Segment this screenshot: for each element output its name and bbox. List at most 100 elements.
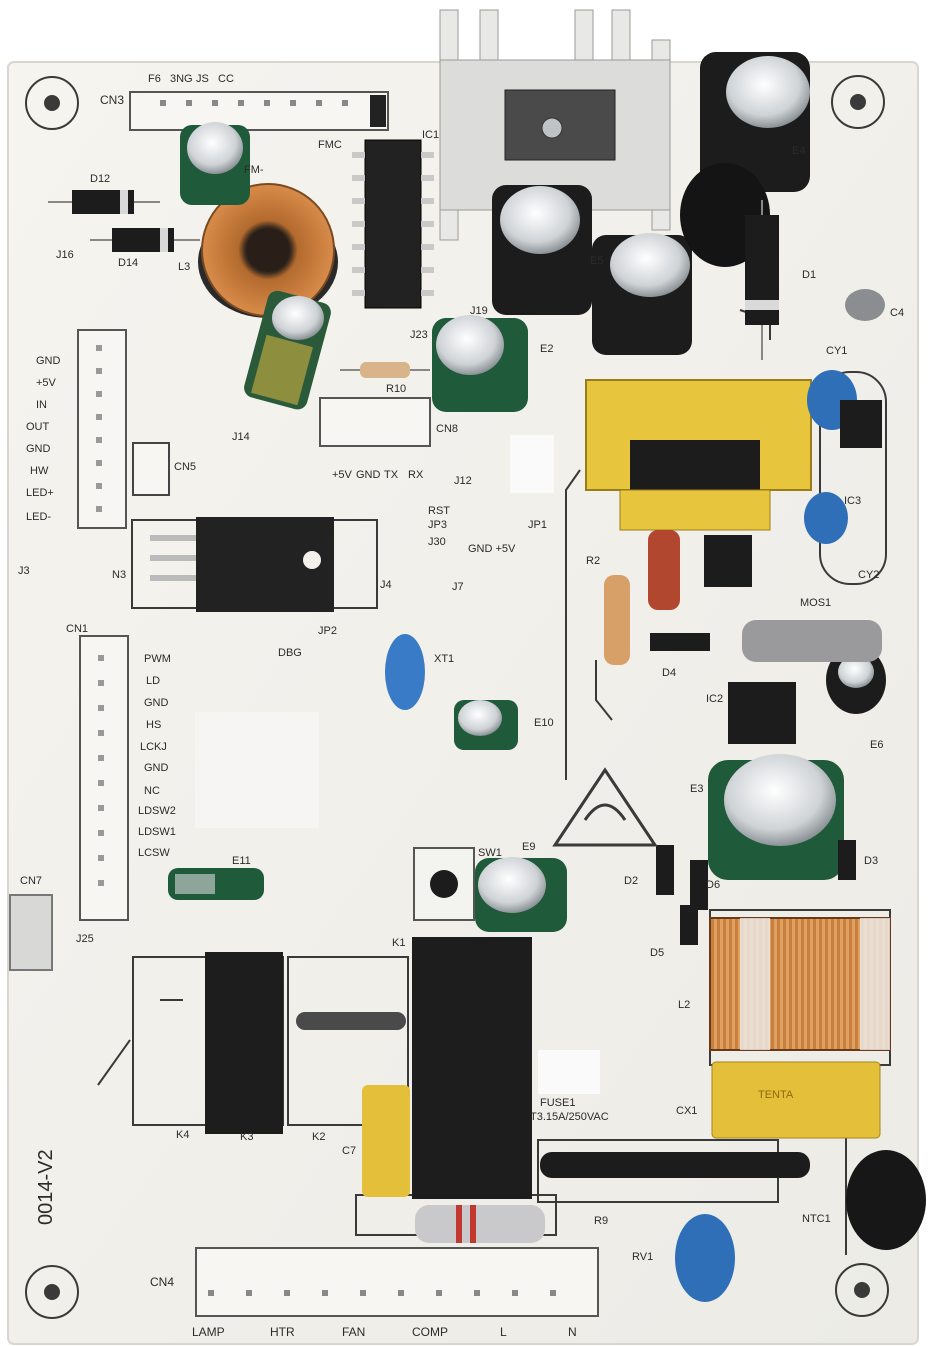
label-e6: E6 [870,739,884,751]
label-cn8-pin-4: RX [408,469,424,481]
capacitor-rv1 [675,1214,735,1302]
cn3-connector [129,91,389,131]
label-cn4-pin-comp: COMP [412,1325,448,1339]
capacitor-e2 [432,315,528,412]
label-cy2: CY2 [858,569,880,581]
label-j23: J23 [410,329,428,341]
n3-transistor [150,517,334,612]
diode-d5 [680,905,698,945]
label-cn3-pin-2: 3NG [170,73,193,85]
label-l2: L2 [678,999,691,1011]
blank-patch [510,435,554,493]
label-cn2-pin-1: GND [36,355,61,367]
label-j3: J3 [18,565,30,577]
label-cn2-pin-8: LED- [26,511,52,523]
label-cn2-pin-4: OUT [26,421,50,433]
label-e4: E4 [792,145,806,157]
label-d12: D12 [90,173,111,185]
ntc1-thermistor [846,1150,926,1250]
label-cx1-brand: TENTA [758,1089,794,1101]
ic2-chip [728,682,796,744]
capacitor-c7 [362,1085,410,1197]
label-d6: D6 [706,879,721,891]
label-cn7: CN7 [20,875,43,887]
cn2-connector [77,329,127,529]
capacitor-e9 [475,857,567,932]
label-k4: K4 [176,1129,190,1141]
label-cn1-pin-4: HS [146,719,162,731]
label-d1: D1 [802,269,817,281]
label-cn4: CN4 [150,1275,175,1289]
transformer [585,379,812,531]
label-e10: E10 [534,717,554,729]
resistor-r9 [415,1205,545,1243]
label-cn1-pin-10: LCSW [138,847,170,859]
label-j4: J4 [380,579,392,591]
l3-toroid-inductor [198,183,338,318]
label-c7: C7 [342,1145,357,1157]
capacitor-c4 [845,289,885,321]
capacitor-red [648,530,680,610]
label-l3: L3 [178,261,191,273]
label-fuse1: FUSE1 [540,1097,576,1109]
capacitor-e10 [454,700,518,750]
label-cn4-pin-l: L [500,1325,507,1339]
label-cn2-pin-7: LED+ [26,487,54,499]
label-e9: E9 [522,841,536,853]
blank-patch [195,712,319,828]
slot [296,1012,406,1030]
label-cn1-pin-3: GND [144,697,169,709]
label-cn1: CN1 [66,623,89,635]
label-d5: D5 [650,947,665,959]
label-gnd-5v: GND +5V [468,543,516,555]
ic1-chip [352,139,434,309]
sw1-switch [413,847,475,921]
capacitor-cn3-green [180,122,250,205]
capacitor-cy2 [804,492,848,544]
label-e3: E3 [690,783,704,795]
relay-k1 [412,937,532,1199]
capacitor-large-black [492,185,592,315]
fuse1 [540,1152,810,1178]
label-cn8: CN8 [436,423,459,435]
diode-d1 [745,200,779,360]
cn1-connector [79,635,129,921]
label-jp1: JP1 [528,519,547,531]
label-cn5: CN5 [174,461,197,473]
label-d2: D2 [624,875,639,887]
label-j16: J16 [56,249,74,261]
esd-warning-icon [552,767,658,847]
relay-k3 [205,952,283,1134]
label-k1: K1 [392,937,406,949]
l2-choke [709,917,891,1051]
label-cn2-pin-2: +5V [36,377,56,389]
label-e2: E2 [540,343,554,355]
label-jp2: JP2 [318,625,337,637]
label-version: 0014-V2 [35,1149,57,1225]
ic3-chip [840,400,882,448]
label-j7: J7 [452,581,464,593]
label-cn2-pin-3: IN [36,399,47,411]
label-fm: FM- [244,164,264,176]
blank-patch [538,1050,600,1094]
label-rv1: RV1 [632,1251,654,1263]
cn4-connector [195,1247,599,1317]
mos1-transistor [704,535,752,587]
label-cn1-pin-9: LDSW1 [138,826,176,838]
label-d3: D3 [864,855,879,867]
label-ntc1: NTC1 [802,1213,831,1225]
label-k2: K2 [312,1131,326,1143]
label-cn4-pin-lamp: LAMP [192,1325,225,1339]
label-e11: E11 [232,855,251,867]
label-j14: J14 [232,431,250,443]
label-cn3-pin-3: JS [196,73,209,85]
label-cn1-pin-1: PWM [144,653,171,665]
label-cn1-pin-6: GND [144,762,169,774]
cn5-connector [132,442,170,496]
label-cn8-pin-1: +5V [332,469,352,481]
diode-d6 [690,860,708,910]
cn8-connector [319,397,431,447]
label-xt1: XT1 [434,653,455,665]
resistor-large [742,620,882,662]
